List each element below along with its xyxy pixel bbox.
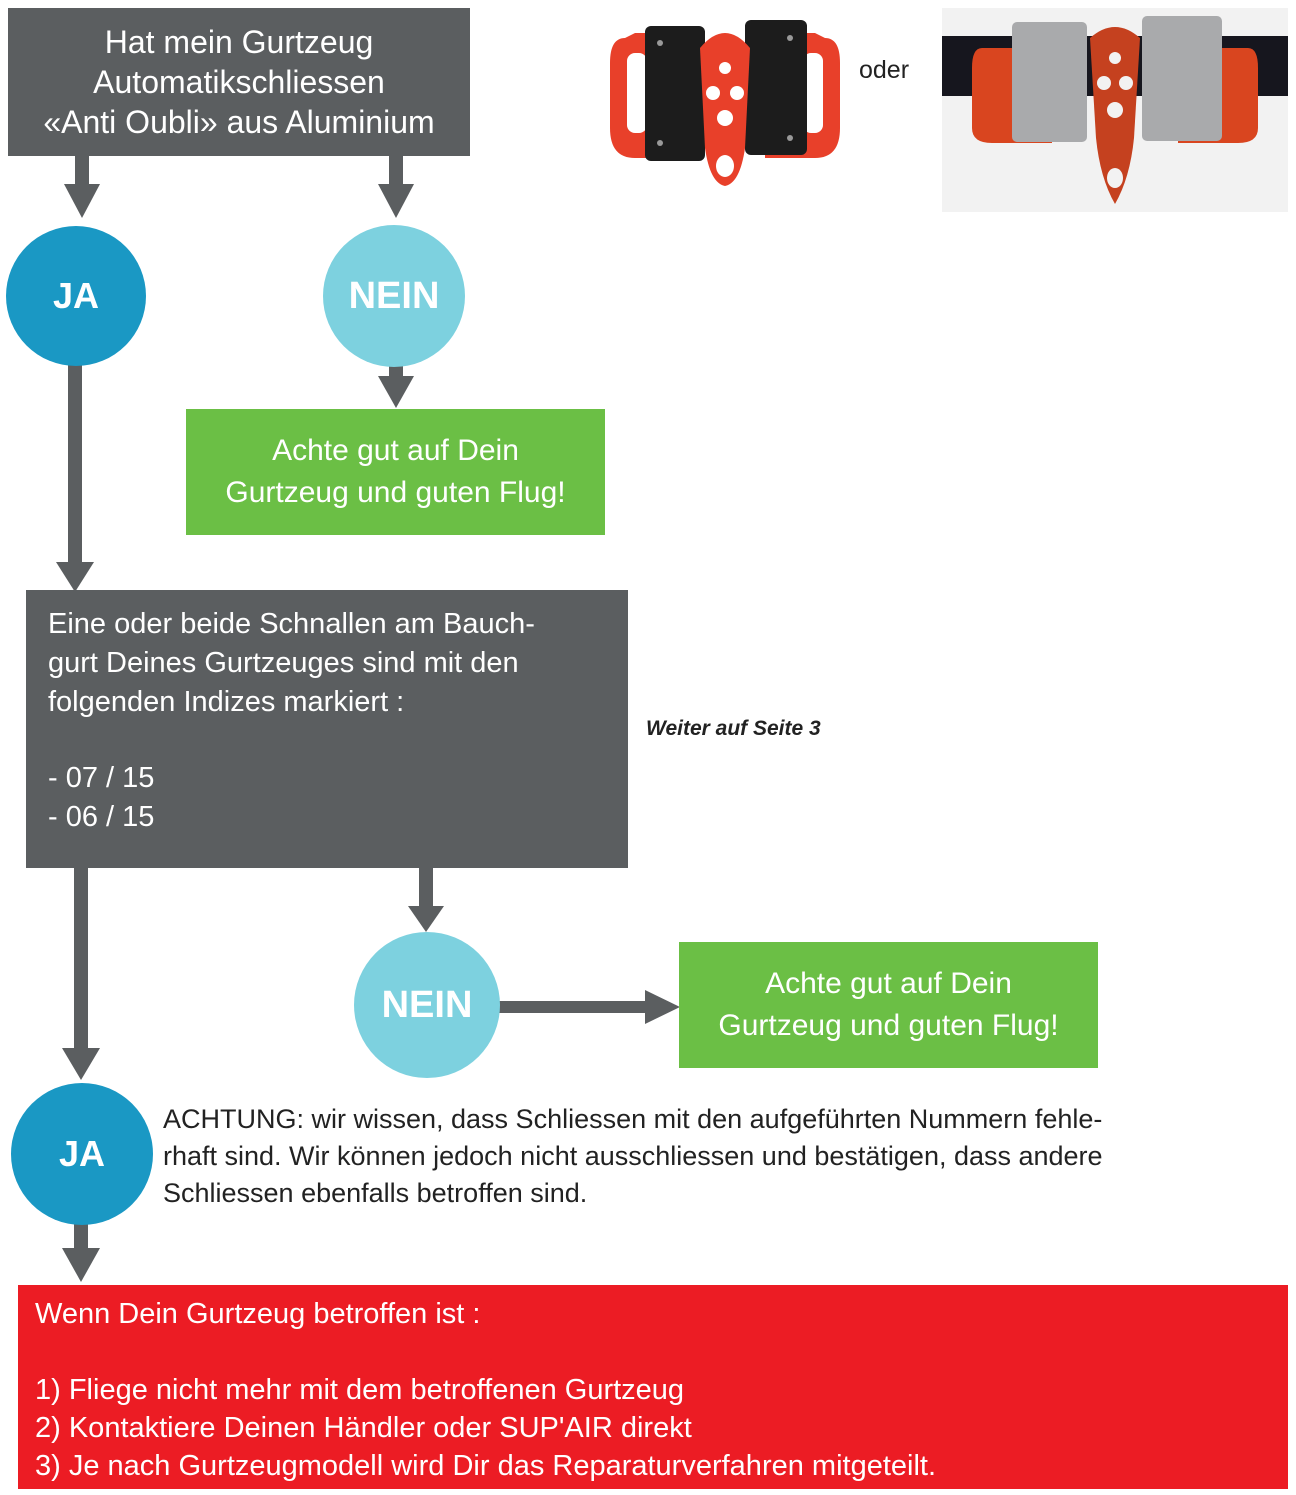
warning-line: ACHTUNG: wir wissen, dass Schliessen mit… — [163, 1104, 1103, 1134]
answer-ja-label: JA — [52, 275, 100, 316]
ok-message-line: Gurtzeug und guten Flug! — [225, 476, 566, 509]
image-separator-label: oder — [859, 56, 910, 84]
answer-ja-circle: JA — [11, 1083, 153, 1225]
question-line: «Anti Oubli» aus Aluminium — [43, 104, 435, 140]
answer-nein-circle: NEIN — [323, 225, 465, 367]
continue-note: Weiter auf Seite 3 — [646, 717, 821, 740]
action-step: 1) Fliege nicht mehr mit dem betroffenen… — [35, 1374, 685, 1406]
action-step: 3) Je nach Gurtzeugmodell wird Dir das R… — [35, 1450, 937, 1482]
question-box-buckle-indices: Eine oder beide Schnallen am Bauch- gurt… — [26, 590, 628, 868]
action-heading: Wenn Dein Gurtzeug betroffen ist : — [35, 1298, 481, 1330]
ok-message-line: Gurtzeug und guten Flug! — [718, 1009, 1059, 1042]
answer-ja-label: JA — [58, 1133, 106, 1174]
ok-message-box: Achte gut auf Dein Gurtzeug und guten Fl… — [186, 409, 605, 535]
question-line: Hat mein Gurtzeug — [104, 24, 374, 60]
index-item: - 06 / 15 — [48, 801, 155, 833]
ok-message-box: Achte gut auf Dein Gurtzeug und guten Fl… — [679, 942, 1098, 1068]
question-line: Eine oder beide Schnallen am Bauch- — [48, 608, 535, 640]
question-line: gurt Deines Gurtzeuges sind mit den — [48, 647, 519, 679]
warning-line: Schliessen ebenfalls betroffen sind. — [163, 1178, 588, 1208]
answer-ja-circle: JA — [6, 226, 146, 366]
warning-line: rhaft sind. Wir können jedoch nicht auss… — [163, 1141, 1103, 1171]
buckle-photo-silver-red — [942, 8, 1288, 212]
answer-nein-circle: NEIN — [354, 932, 500, 1078]
ok-message-line: Achte gut auf Dein — [272, 434, 519, 467]
answer-nein-label: NEIN — [348, 274, 440, 317]
action-step: 2) Kontaktiere Deinen Händler oder SUP'A… — [35, 1412, 692, 1444]
ok-message-line: Achte gut auf Dein — [765, 967, 1012, 1000]
action-box: Wenn Dein Gurtzeug betroffen ist : 1) Fl… — [18, 1285, 1288, 1489]
index-item: - 07 / 15 — [48, 762, 155, 794]
question-line: Automatikschliessen — [93, 64, 385, 100]
answer-nein-label: NEIN — [381, 983, 473, 1026]
question-line: folgenden Indizes markiert : — [48, 686, 405, 718]
warning-text: ACHTUNG: wir wissen, dass Schliessen mit… — [163, 1101, 1288, 1212]
buckle-photo-red-black — [610, 20, 840, 186]
question-box-aluminium-buckles: Hat mein Gurtzeug Automatikschliessen «A… — [8, 8, 470, 156]
